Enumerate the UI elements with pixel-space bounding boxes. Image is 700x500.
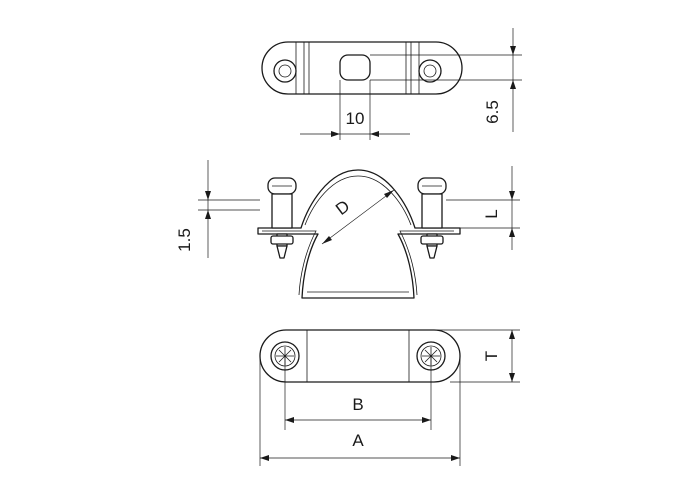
dim-depth-label: T xyxy=(482,351,501,361)
slot xyxy=(339,54,371,81)
bolt-right xyxy=(417,177,447,259)
dim-height-label: L xyxy=(482,209,501,218)
dim-slot-width-label: 10 xyxy=(346,109,365,128)
dim-overall-length-label: A xyxy=(352,431,364,450)
dim-thickness-label: 1.5 xyxy=(175,228,194,252)
top-view: 10 6.5 xyxy=(261,28,522,140)
front-view: D 1.5 L xyxy=(175,160,520,299)
bolt-hole-left xyxy=(273,59,297,83)
bottom-view: T B A xyxy=(259,329,520,466)
dim-slot-height-label: 6.5 xyxy=(483,100,502,124)
dim-hole-spacing-label: B xyxy=(352,395,363,414)
bolt-hole-right xyxy=(418,59,442,83)
bolt-left xyxy=(267,177,297,259)
clamp-body xyxy=(257,169,461,299)
